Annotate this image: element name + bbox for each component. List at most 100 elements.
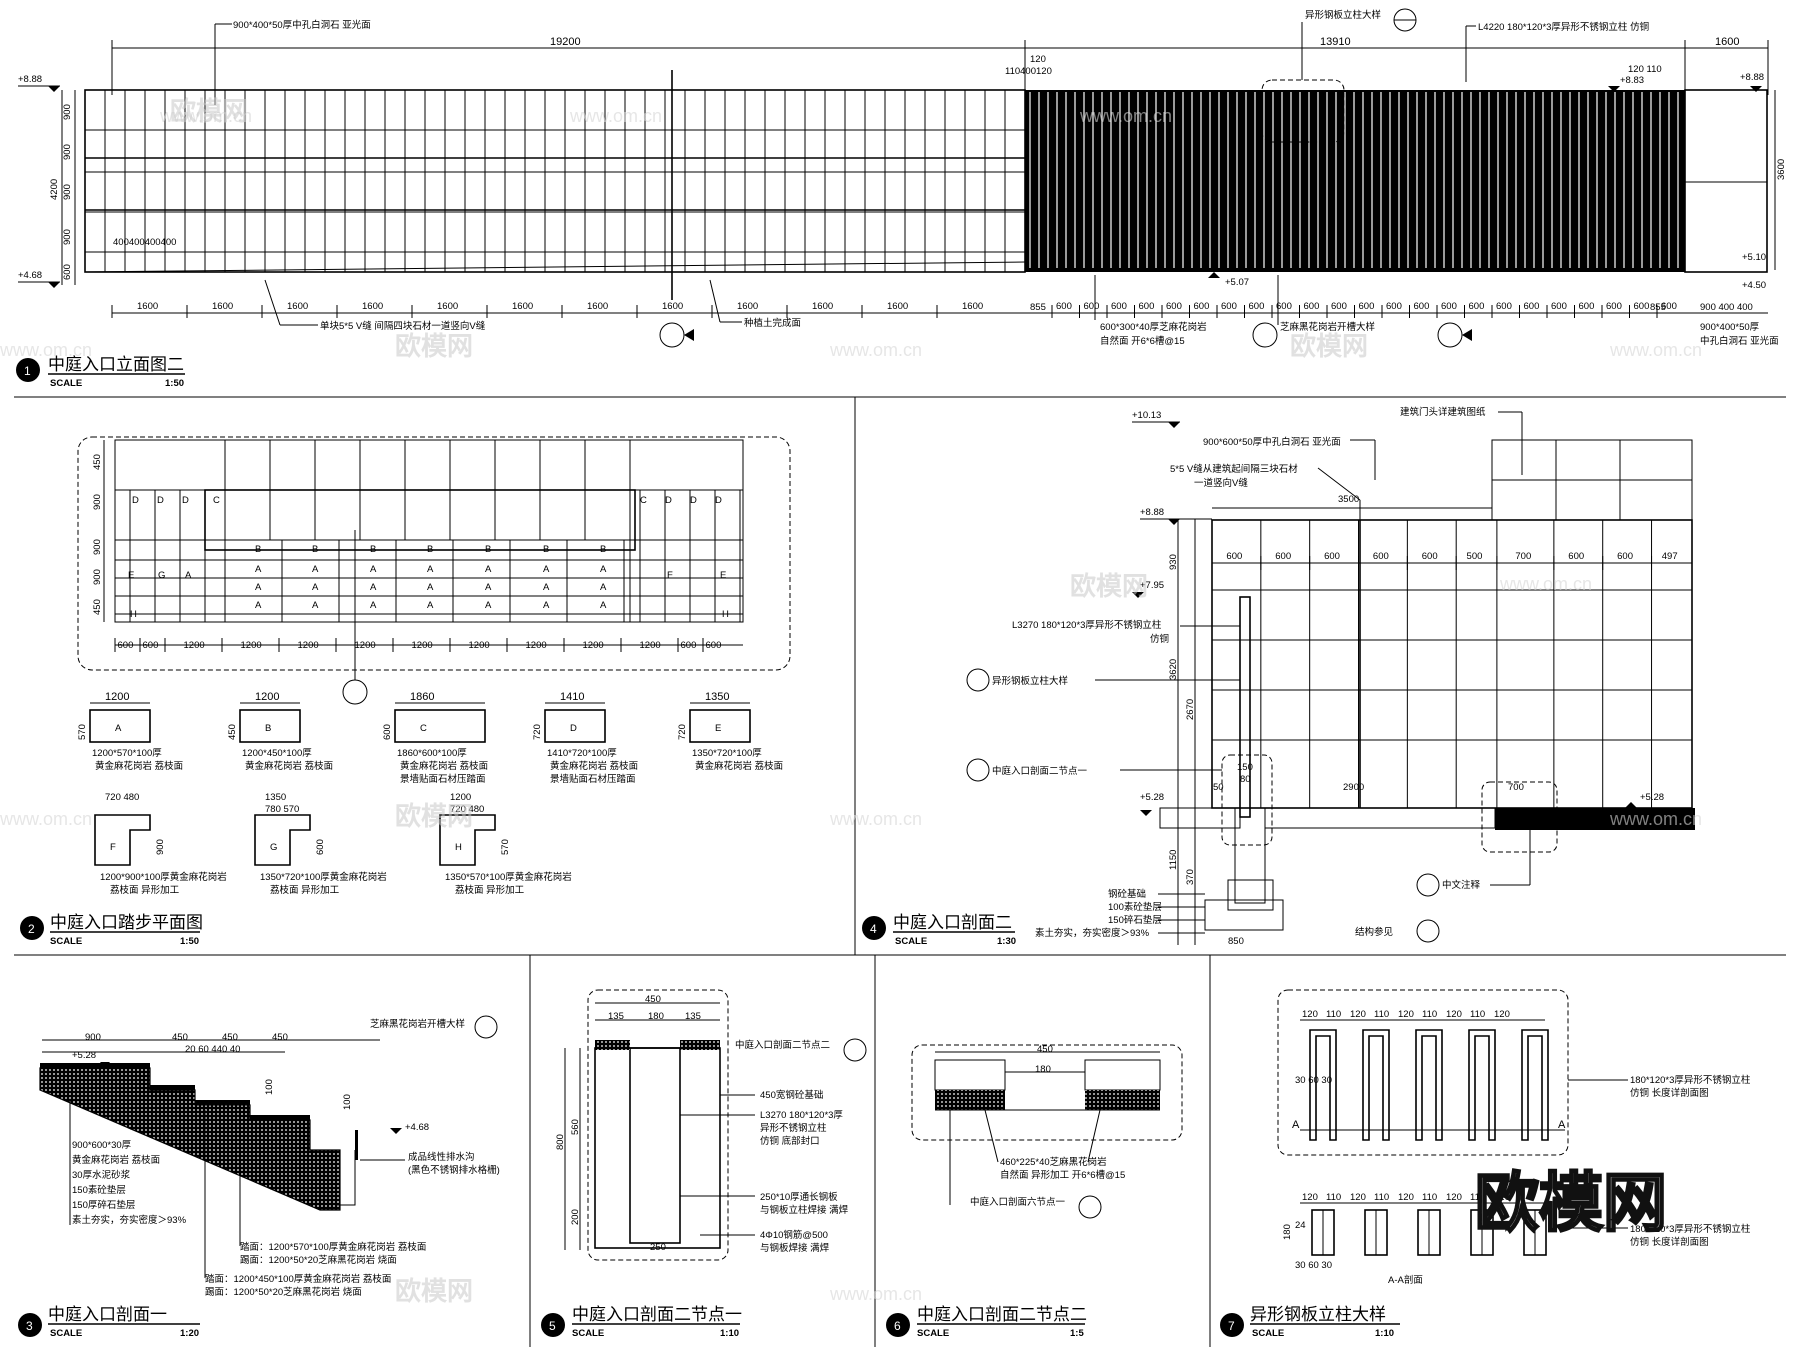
- column-dim: 110: [1422, 1009, 1437, 1020]
- scale-label: SCALE: [572, 1328, 604, 1339]
- plan-dim: 1200: [526, 640, 547, 651]
- panel-number: 4: [870, 922, 877, 936]
- bottom-dim-600: 600: [1496, 301, 1512, 312]
- plan-letter-a: A: [370, 582, 377, 593]
- node1-n1: 450宽钢砼基础: [760, 1089, 823, 1101]
- column-plan-dim: 110: [1326, 1192, 1341, 1203]
- dim-135b: 135: [685, 1011, 701, 1022]
- dim-1150: 1150: [1168, 850, 1179, 870]
- level-528-right: +5.28: [1640, 792, 1664, 803]
- note-drain-1: 成品线性排水沟: [408, 1151, 475, 1163]
- scale-label: SCALE: [895, 936, 927, 947]
- section-mark-right: A: [1558, 1119, 1566, 1131]
- bottom-dim-600: 600: [1194, 301, 1210, 312]
- plan-letter-a: A: [485, 564, 492, 575]
- section2-panel: +10.13 +8.88 +7.95 +5.28 +5.28 建筑门头详建筑图纸…: [862, 406, 1695, 947]
- bottom-dim-600: 600: [1166, 301, 1182, 312]
- shaped-sub: 780 570: [265, 804, 299, 815]
- block-outline: [394, 709, 486, 743]
- dim-height-4200: 4200: [49, 179, 60, 200]
- level-468: +4.68: [405, 1122, 429, 1133]
- bottom-dim-600: 600: [1661, 301, 1677, 312]
- shaped-dims: 1350: [265, 792, 286, 803]
- shaped-id: F: [110, 842, 116, 853]
- note-col-1: L3270 180*120*3厚异形不锈钢立柱: [1012, 619, 1162, 631]
- shaped-note-2: 荔枝面 异形加工: [110, 884, 180, 896]
- column-dim: 110: [1470, 1009, 1485, 1020]
- sec2-col-dim: 500: [1467, 551, 1483, 562]
- plan-letter-b: B: [312, 544, 318, 555]
- node1-panel: 450 135 180 135 800 560 200 250 中庭入口剖面二节…: [541, 989, 867, 1339]
- dim-700: 700: [1508, 782, 1524, 793]
- panel-dividers: [14, 396, 1786, 1347]
- level-right-450: +4.50: [1742, 280, 1766, 291]
- bottom-dim-600: 600: [1221, 301, 1237, 312]
- note-node: 中庭入口剖面二节点一: [992, 765, 1088, 777]
- note-joint2: 一道竖向V缝: [1194, 477, 1248, 489]
- node2-n1a: 460*225*40芝麻黑花岗岩: [1000, 1156, 1107, 1168]
- block-width: 1200: [255, 691, 279, 703]
- dim-2670: 2670: [1185, 699, 1196, 720]
- plan-letter-a: A: [255, 600, 262, 611]
- scale-value: 1:10: [720, 1328, 739, 1339]
- dim-3620: 3620: [1168, 659, 1179, 680]
- plan-letter: C: [640, 495, 647, 506]
- column-dim: 110: [1326, 1009, 1341, 1020]
- bottom-dim-600: 600: [1056, 301, 1072, 312]
- stair-layer-note: 900*600*30厚: [72, 1140, 132, 1151]
- elevation-panel: 19200 13910 1600 900*400*50厚中孔白洞石 亚光面 异形…: [16, 8, 1787, 389]
- column-aa: A-A剖面: [1388, 1274, 1423, 1286]
- block-note-1: 1860*600*100厚: [397, 748, 467, 759]
- note-groove: 芝麻黑花岗岩开槽大样: [370, 1018, 465, 1030]
- shaped-outline: [439, 814, 496, 866]
- svg-text:欧模网: 欧模网: [395, 1276, 473, 1306]
- stone-wall-grid: [84, 70, 1026, 300]
- svg-text:欧模网: 欧模网: [170, 96, 248, 126]
- dim-sub: 20 60 440 40: [185, 1044, 240, 1055]
- note-detail: 异形钢板立柱大样: [992, 675, 1068, 687]
- level-right-top: +8.83: [1620, 75, 1644, 86]
- svg-text:欧模网: 欧模网: [395, 801, 473, 831]
- steel-column: [1239, 596, 1251, 818]
- sec2-col-dim: 600: [1568, 551, 1584, 562]
- bottom-dim-1600: 1600: [662, 301, 683, 312]
- plan-letter-a: A: [185, 570, 192, 581]
- svg-text:www.om.cn: www.om.cn: [0, 340, 92, 360]
- shaped-id: H: [455, 842, 462, 853]
- column-elevations: [1300, 1029, 1565, 1141]
- sec2-col-dim: 600: [1617, 551, 1633, 562]
- bottom-dim-1600: 1600: [962, 301, 983, 312]
- note-struct: 结构参见: [1355, 926, 1393, 938]
- dim-right-tail: 900 400 400: [1700, 302, 1753, 313]
- plan-letter-h: H: [722, 609, 729, 620]
- svg-text:www.om.cn: www.om.cn: [1609, 809, 1702, 829]
- block-note-3: 景墙贴面石材压踏面: [550, 773, 636, 785]
- dim-100a: 100: [264, 1079, 275, 1095]
- bottom-dim-600: 600: [1249, 301, 1265, 312]
- column-dim: 120: [1398, 1009, 1414, 1020]
- sec2-col-dim: 600: [1373, 551, 1389, 562]
- level-528: +5.28: [1140, 792, 1164, 803]
- bottom-dim-1600: 1600: [137, 301, 158, 312]
- level-bottom: +4.68: [18, 270, 42, 281]
- block-outline: [89, 709, 151, 743]
- shaped-sub: 720 480: [450, 804, 484, 815]
- plan-letter: D: [132, 495, 139, 506]
- column-plan-dim: 110: [1470, 1192, 1485, 1203]
- foundation-layer-note: 素土夯实，夯实密度＞93%: [1035, 927, 1150, 939]
- plan-letter-a: A: [543, 564, 550, 575]
- svg-text:www.om.cn: www.om.cn: [829, 809, 922, 829]
- plan-letter-a: A: [485, 600, 492, 611]
- column-dim: 120: [1446, 1009, 1462, 1020]
- panel-number: 6: [894, 1319, 901, 1333]
- bottom-dim-855: 855: [1030, 302, 1046, 313]
- plan-letter-a: A: [312, 582, 319, 593]
- column-n2b: 仿铜 长度详剖面图: [1630, 1236, 1709, 1248]
- panel-number: 2: [28, 922, 35, 936]
- block-note-3: 景墙贴面石材压踏面: [400, 773, 486, 785]
